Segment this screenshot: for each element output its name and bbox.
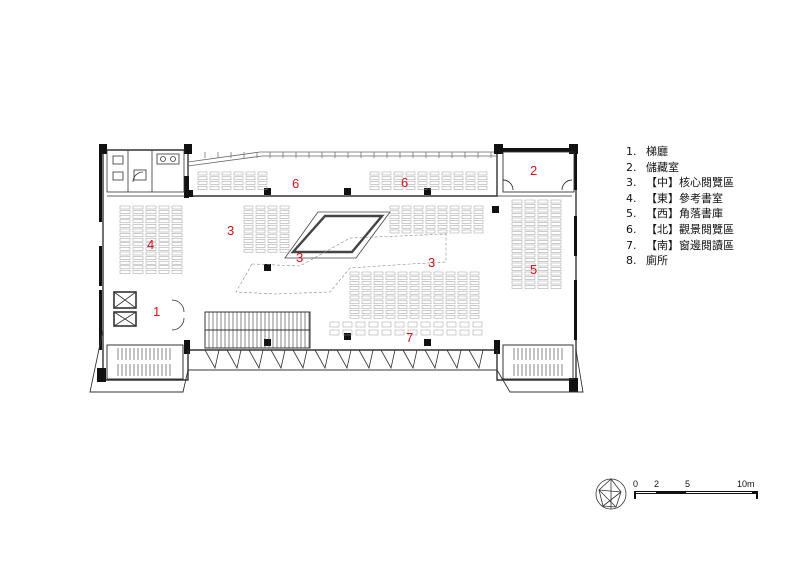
north-curtain-wall (187, 151, 497, 167)
room-labels: 1 2 3 3 3 4 5 6 6 7 (147, 163, 537, 345)
columns (186, 188, 499, 346)
elevators (113, 291, 185, 331)
room-label-6b: 6 (401, 175, 408, 190)
legend-item: 5. 【西】角落書庫 (626, 206, 734, 222)
legend-number: 2. (626, 160, 637, 174)
main-staircase (204, 311, 311, 349)
legend-text: 廁所 (646, 254, 668, 268)
reading-platform (235, 233, 447, 295)
legend-text: 【西】角落書庫 (646, 207, 723, 221)
legend-text: 【東】參考書室 (646, 191, 723, 205)
storage-room (502, 151, 575, 193)
bookshelves (119, 171, 562, 336)
legend-item: 3. 【中】核心閱覽區 (626, 175, 734, 191)
scale-bar: 0 2 5 10m (633, 479, 758, 499)
legend-text: 【中】核心閱覽區 (646, 176, 734, 190)
legend-item: 8. 廁所 (626, 253, 734, 269)
legend-text: 【南】窗邊閱讀區 (646, 238, 734, 252)
legend-item: 6. 【北】觀景閱覽區 (626, 222, 734, 238)
scale-tick-10m: 10m (737, 479, 755, 489)
legend-item: 1. 梯廳 (626, 144, 734, 160)
scale-tick-5: 5 (685, 479, 690, 489)
south-facade (89, 329, 584, 393)
scale-tick-2: 2 (654, 479, 659, 489)
legend-number: 3. (626, 176, 637, 190)
restrooms (106, 149, 185, 193)
legend-item: 2. 儲藏室 (626, 160, 734, 176)
south-sunshades (204, 349, 484, 370)
legend-text: 【北】觀景閱覽區 (646, 222, 734, 236)
north-mullions (204, 152, 492, 158)
legend-text: 儲藏室 (646, 160, 679, 174)
legend-number: 6. (626, 222, 637, 236)
legend-number: 7. (626, 238, 637, 252)
legend-number: 1. (626, 145, 637, 158)
legend-number: 8. (626, 254, 637, 268)
atrium-void (284, 211, 391, 259)
legend-item: 7. 【南】窗邊閱讀區 (626, 238, 734, 254)
room-label-1: 1 (153, 304, 160, 319)
room-label-4: 4 (147, 237, 154, 252)
room-label-2: 2 (530, 163, 537, 178)
room-label-7: 7 (406, 330, 413, 345)
north-arrow-icon (595, 478, 627, 510)
room-label-3a: 3 (227, 223, 234, 238)
side-stairwells (106, 344, 574, 380)
room-legend: 1. 梯廳 2. 儲藏室 3. 【中】核心閱覽區 4. 【東】參考書室 5. 【西】角落書… (626, 144, 734, 269)
room-label-3c: 3 (428, 255, 435, 270)
legend-number: 5. (626, 207, 637, 221)
scale-tick-0: 0 (633, 479, 638, 489)
room-label-3b: 3 (296, 250, 303, 265)
room-label-5: 5 (530, 262, 537, 277)
legend-item: 4. 【東】參考書室 (626, 191, 734, 207)
legend-number: 4. (626, 191, 637, 205)
walls (97, 144, 578, 392)
room-label-6a: 6 (292, 176, 299, 191)
legend-text: 梯廳 (646, 145, 668, 158)
